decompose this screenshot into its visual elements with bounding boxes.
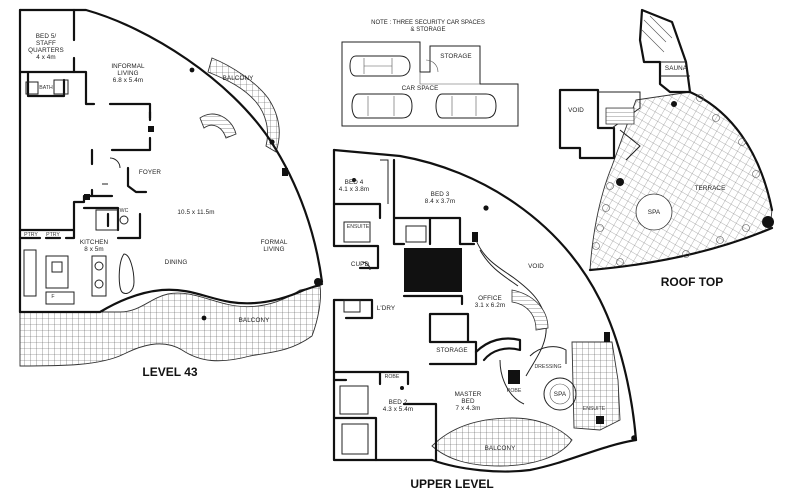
car-icon	[351, 93, 413, 119]
room-label-bath: BATH	[39, 85, 53, 91]
upper-dressing: DRESSING	[534, 364, 561, 370]
upper-bed2-2: 4.3 x 5.4m	[383, 406, 413, 413]
upper-master-2: BED	[461, 398, 475, 405]
room-label-bed5-2: STAFF	[36, 40, 56, 47]
parking-note-2: & STORAGE	[411, 27, 446, 33]
upper-spa: SPA	[554, 391, 567, 398]
upper-robe1: ROBE	[385, 374, 400, 380]
car-icon	[435, 93, 497, 119]
upper-master-3: 7 x 4.3m	[456, 405, 481, 412]
room-label-wc: WC	[120, 208, 129, 214]
parking-plan: NOTE : THREE SECURITY CAR SPACES & STORA…	[341, 20, 519, 127]
room-label-balcony-top: BALCONY	[223, 75, 254, 82]
upper-cupd: CUPD	[351, 261, 370, 268]
rooftop-terrace-label: TERRACE	[695, 185, 726, 192]
room-label-bed5-3: QUARTERS	[28, 47, 64, 54]
upper-ensuite1: ENSUITE	[347, 224, 370, 230]
upper-office-1: OFFICE	[478, 295, 502, 302]
upper-storage: STORAGE	[436, 347, 467, 354]
room-label-formal-1: FORMAL	[261, 239, 288, 246]
car-icon	[349, 55, 411, 77]
upper-bed3-2: 8.4 x 3.7m	[425, 198, 455, 205]
level43-outer-wall	[18, 8, 324, 284]
rooftop-void-label: VOID	[568, 107, 584, 114]
rooftop-sauna-label: SAUNA	[665, 65, 688, 72]
room-label-balcony-bottom: BALCONY	[239, 317, 270, 324]
plant-icon	[592, 94, 760, 266]
upper-bed3-1: BED 3	[431, 191, 450, 198]
room-label-bed5-1: BED 5/	[36, 33, 57, 40]
upper-office-2: 3.1 x 6.2m	[475, 302, 505, 309]
upper-bed2-1: BED 2	[389, 399, 408, 406]
rooftop-plan: VOID SAUNA SPA TERRACE ROOF TOP	[558, 8, 774, 289]
parking-storage-label: STORAGE	[440, 53, 471, 60]
room-label-ptry1: PTRY	[24, 232, 38, 238]
room-label-bed5-4: 4 x 4m	[36, 54, 56, 61]
parking-note-1: NOTE : THREE SECURITY CAR SPACES	[371, 20, 485, 26]
level43-plan: BED 5/ STAFF QUARTERS 4 x 4m BATH INFORM…	[18, 8, 324, 379]
upper-level-plan: BED 4 4.1 x 3.8m BED 3 8.4 x 3.7m ENSUIT…	[332, 148, 638, 491]
room-label-f: F	[51, 294, 54, 300]
upper-balcony	[431, 417, 573, 467]
upper-level-title: UPPER LEVEL	[410, 477, 493, 491]
upper-ensuite2: ENSUITE	[583, 406, 606, 412]
upper-void: VOID	[528, 263, 544, 270]
level43-balcony-bottom	[19, 285, 321, 367]
room-label-informal-2: LIVING	[117, 70, 138, 77]
rooftop-spa-label: SPA	[648, 209, 661, 216]
level43-title: LEVEL 43	[142, 365, 197, 379]
room-label-informal-1: INFORMAL	[111, 63, 145, 70]
upper-ldry: L'DRY	[377, 305, 396, 312]
room-label-informal-3: 6.8 x 5.4m	[113, 77, 143, 84]
upper-robe2: ROBE	[507, 388, 522, 394]
room-label-dining: DINING	[165, 259, 188, 266]
room-label-formal-2: LIVING	[263, 246, 284, 253]
room-label-main-dims: 10.5 x 11.5m	[177, 209, 214, 216]
parking-car-space-label: CAR SPACE	[402, 85, 439, 92]
room-label-kitchen-1: KITCHEN	[80, 239, 109, 246]
rooftop-title: ROOF TOP	[661, 275, 723, 289]
upper-balcony-label: BALCONY	[485, 445, 516, 452]
room-label-foyer: FOYER	[139, 169, 162, 176]
upper-core	[404, 248, 462, 292]
upper-bed4-2: 4.1 x 3.8m	[339, 186, 369, 193]
upper-bed4-1: BED 4	[345, 179, 364, 186]
upper-master-1: MASTER	[455, 391, 482, 398]
room-label-kitchen-2: 8 x 5m	[84, 246, 104, 253]
room-label-ptry2: PTRY	[46, 232, 60, 238]
